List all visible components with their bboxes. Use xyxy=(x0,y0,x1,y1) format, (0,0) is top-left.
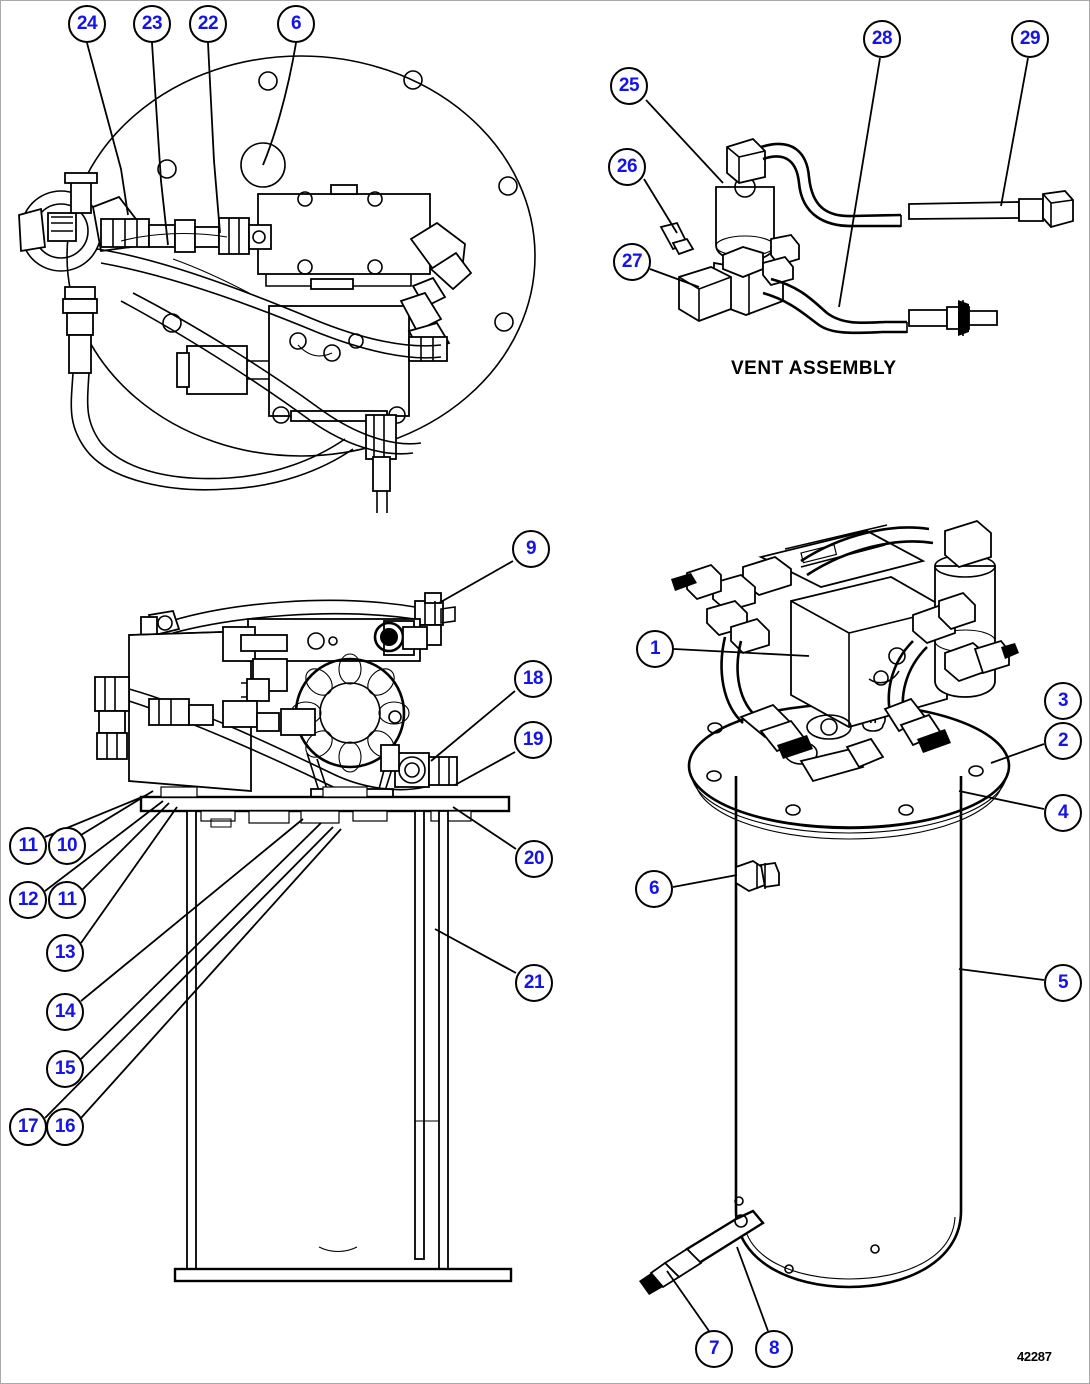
callout-29[interactable]: 29 xyxy=(1011,20,1049,58)
vent-assembly-drawing xyxy=(659,137,1074,336)
callout-7[interactable]: 7 xyxy=(695,1330,733,1368)
callout-18[interactable]: 18 xyxy=(514,660,552,698)
callout-27[interactable]: 27 xyxy=(613,243,651,281)
tank-assembly-drawing xyxy=(639,519,1019,1295)
vent-assembly-caption: VENT ASSEMBLY xyxy=(731,358,897,379)
callout-1[interactable]: 1 xyxy=(636,630,674,668)
callout-3[interactable]: 3 xyxy=(1044,682,1082,720)
callout-23[interactable]: 23 xyxy=(133,5,171,43)
callout-28[interactable]: 28 xyxy=(863,20,901,58)
callout-26[interactable]: 26 xyxy=(608,148,646,186)
callout-15[interactable]: 15 xyxy=(46,1050,84,1088)
callout-6-top[interactable]: 6 xyxy=(277,5,315,43)
callout-24[interactable]: 24 xyxy=(68,5,106,43)
sheet-number: 42287 xyxy=(1017,1349,1052,1364)
callout-25[interactable]: 25 xyxy=(610,67,648,105)
callout-11-a[interactable]: 11 xyxy=(9,827,47,865)
callout-6-tank[interactable]: 6 xyxy=(635,870,673,908)
callout-20[interactable]: 20 xyxy=(515,840,553,878)
callout-8[interactable]: 8 xyxy=(755,1330,793,1368)
callout-14[interactable]: 14 xyxy=(46,993,84,1031)
callout-21[interactable]: 21 xyxy=(515,964,553,1002)
callout-11-b[interactable]: 11 xyxy=(48,881,86,919)
callout-16[interactable]: 16 xyxy=(46,1108,84,1146)
callout-9[interactable]: 9 xyxy=(512,530,550,568)
callout-5[interactable]: 5 xyxy=(1044,964,1082,1002)
callout-19[interactable]: 19 xyxy=(514,721,552,759)
callout-4[interactable]: 4 xyxy=(1044,794,1082,832)
leader-lines xyxy=(44,42,1045,1332)
callout-17[interactable]: 17 xyxy=(9,1108,47,1146)
bottom-left-assembly-drawing xyxy=(94,592,513,1283)
callout-10[interactable]: 10 xyxy=(48,827,86,865)
callout-2[interactable]: 2 xyxy=(1044,722,1082,760)
callout-22[interactable]: 22 xyxy=(189,5,227,43)
callout-13[interactable]: 13 xyxy=(46,934,84,972)
top-left-assembly-drawing xyxy=(18,55,536,513)
callout-12[interactable]: 12 xyxy=(9,881,47,919)
